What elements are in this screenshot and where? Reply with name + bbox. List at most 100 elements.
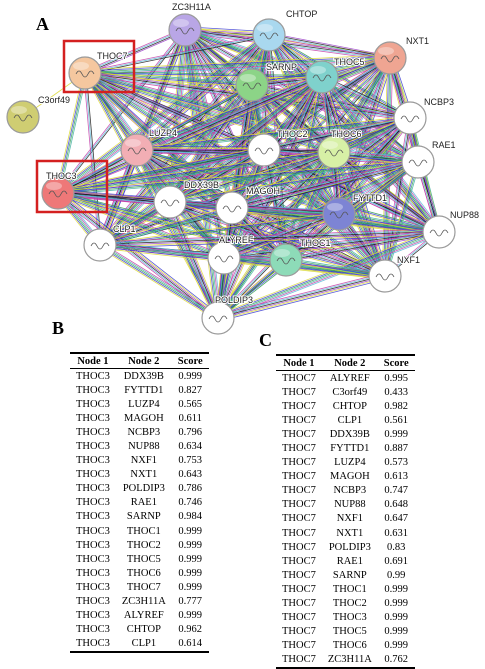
node-1-cell: THOC7 — [282, 541, 316, 553]
node-label: RAE1 — [432, 140, 456, 150]
network-edge — [101, 242, 220, 317]
network-edge — [99, 247, 385, 280]
node-rae1: RAE1 — [401, 139, 457, 179]
network-edge — [57, 160, 418, 193]
network-edge — [286, 257, 386, 275]
node-1-cell: THOC3 — [76, 384, 110, 396]
network-edge — [83, 73, 223, 260]
node-circle — [6, 100, 40, 134]
node-circle — [201, 301, 235, 335]
node-gloss — [257, 24, 273, 32]
network-edge — [224, 255, 386, 274]
score-cell: 0.999 — [178, 539, 203, 551]
node-1-cell: THOC7 — [282, 428, 316, 440]
protein-structure-glyph — [242, 82, 262, 90]
node-thoc6: THOC6 — [317, 128, 363, 169]
node-circle — [269, 243, 303, 277]
network-edge — [382, 161, 417, 276]
node-chtop: CHTOP — [252, 8, 318, 52]
node-2-cell: POLDIP3 — [122, 483, 165, 495]
node-1-cell: THOC7 — [282, 471, 316, 483]
node-1-cell: THOC7 — [282, 598, 316, 610]
protein-structure-glyph — [13, 114, 33, 122]
node-2-cell: FYTTD1 — [124, 384, 164, 396]
node-nxt1: NXT1 — [373, 35, 430, 75]
network-edge — [99, 206, 232, 245]
network-edge — [55, 195, 217, 321]
network-edge — [57, 193, 224, 260]
network-edge — [56, 195, 224, 261]
network-edge — [137, 118, 411, 152]
node-1-cell: THOC7 — [282, 569, 316, 581]
network-edge — [99, 244, 219, 319]
node-gloss — [274, 249, 290, 257]
network-edge — [335, 149, 441, 231]
network-edge — [59, 73, 88, 194]
node-gloss — [73, 62, 89, 70]
highlight-boxes — [35, 39, 136, 214]
node-2-cell: THOC7 — [126, 581, 161, 593]
node-2-cell: MAGOH — [329, 471, 370, 483]
node-gloss — [46, 182, 62, 190]
node-label: ZC3H11A — [172, 2, 211, 12]
network-edge — [232, 119, 412, 211]
node-luzp4: LUZP4 — [120, 127, 178, 167]
score-cell: 0.999 — [384, 626, 409, 638]
node-2-cell: THOC3 — [332, 612, 367, 624]
panel-label-b: B — [52, 318, 65, 338]
network-edge — [285, 229, 439, 259]
network-edge — [137, 148, 340, 214]
network-edge — [99, 205, 232, 244]
network-edge — [285, 230, 439, 260]
node-2-cell: DDX39B — [123, 370, 164, 382]
network-edge — [286, 118, 412, 262]
network-edge — [84, 73, 418, 164]
network-edge — [85, 72, 102, 245]
node-label: DDX39B — [184, 180, 219, 190]
network-edge — [85, 70, 253, 84]
node-2-cell: CLP1 — [337, 414, 363, 426]
network-edge — [332, 152, 439, 234]
highlight-box-thoc3 — [35, 159, 109, 214]
network-edge — [218, 276, 386, 320]
node-label: THOC3 — [46, 171, 77, 181]
network-edge — [217, 274, 385, 318]
network-edge — [57, 150, 334, 193]
network-edge — [58, 77, 323, 194]
score-cell: 0.565 — [178, 398, 203, 410]
network-edge — [84, 54, 390, 71]
node-gloss — [373, 265, 389, 273]
node-1-cell: THOC7 — [282, 583, 316, 595]
network-edge — [58, 192, 219, 318]
node-2-cell: CHTOP — [126, 624, 161, 636]
network-edge — [231, 151, 335, 209]
node-2-cell: NXF1 — [130, 455, 157, 467]
score-cell: 0.433 — [384, 386, 409, 398]
network-edge — [223, 211, 339, 257]
score-cell: 0.995 — [384, 372, 409, 384]
node-1-cell: THOC3 — [76, 610, 110, 622]
node-1-cell: THOC3 — [76, 553, 110, 565]
network-edge — [264, 149, 440, 232]
node-circle — [317, 135, 351, 169]
protein-structure-glyph — [259, 32, 279, 40]
network-edge — [334, 150, 441, 232]
network-edge — [135, 33, 268, 149]
network-edge — [57, 159, 418, 192]
node-label: POLDIP3 — [215, 295, 253, 305]
score-cell: 0.611 — [178, 412, 202, 424]
node-circle — [393, 101, 427, 135]
network-edge — [232, 205, 340, 213]
node-label: NCBP3 — [424, 97, 454, 107]
node-2-cell: NCBP3 — [127, 426, 161, 438]
network-edge — [58, 190, 287, 259]
table-header-row: Node 1 Node 2 Score — [276, 354, 415, 371]
score-cell: 0.999 — [178, 610, 203, 622]
node-2-cell: LUZP4 — [334, 457, 366, 469]
protein-structure-glyph — [429, 229, 449, 237]
network-edge — [285, 260, 385, 278]
